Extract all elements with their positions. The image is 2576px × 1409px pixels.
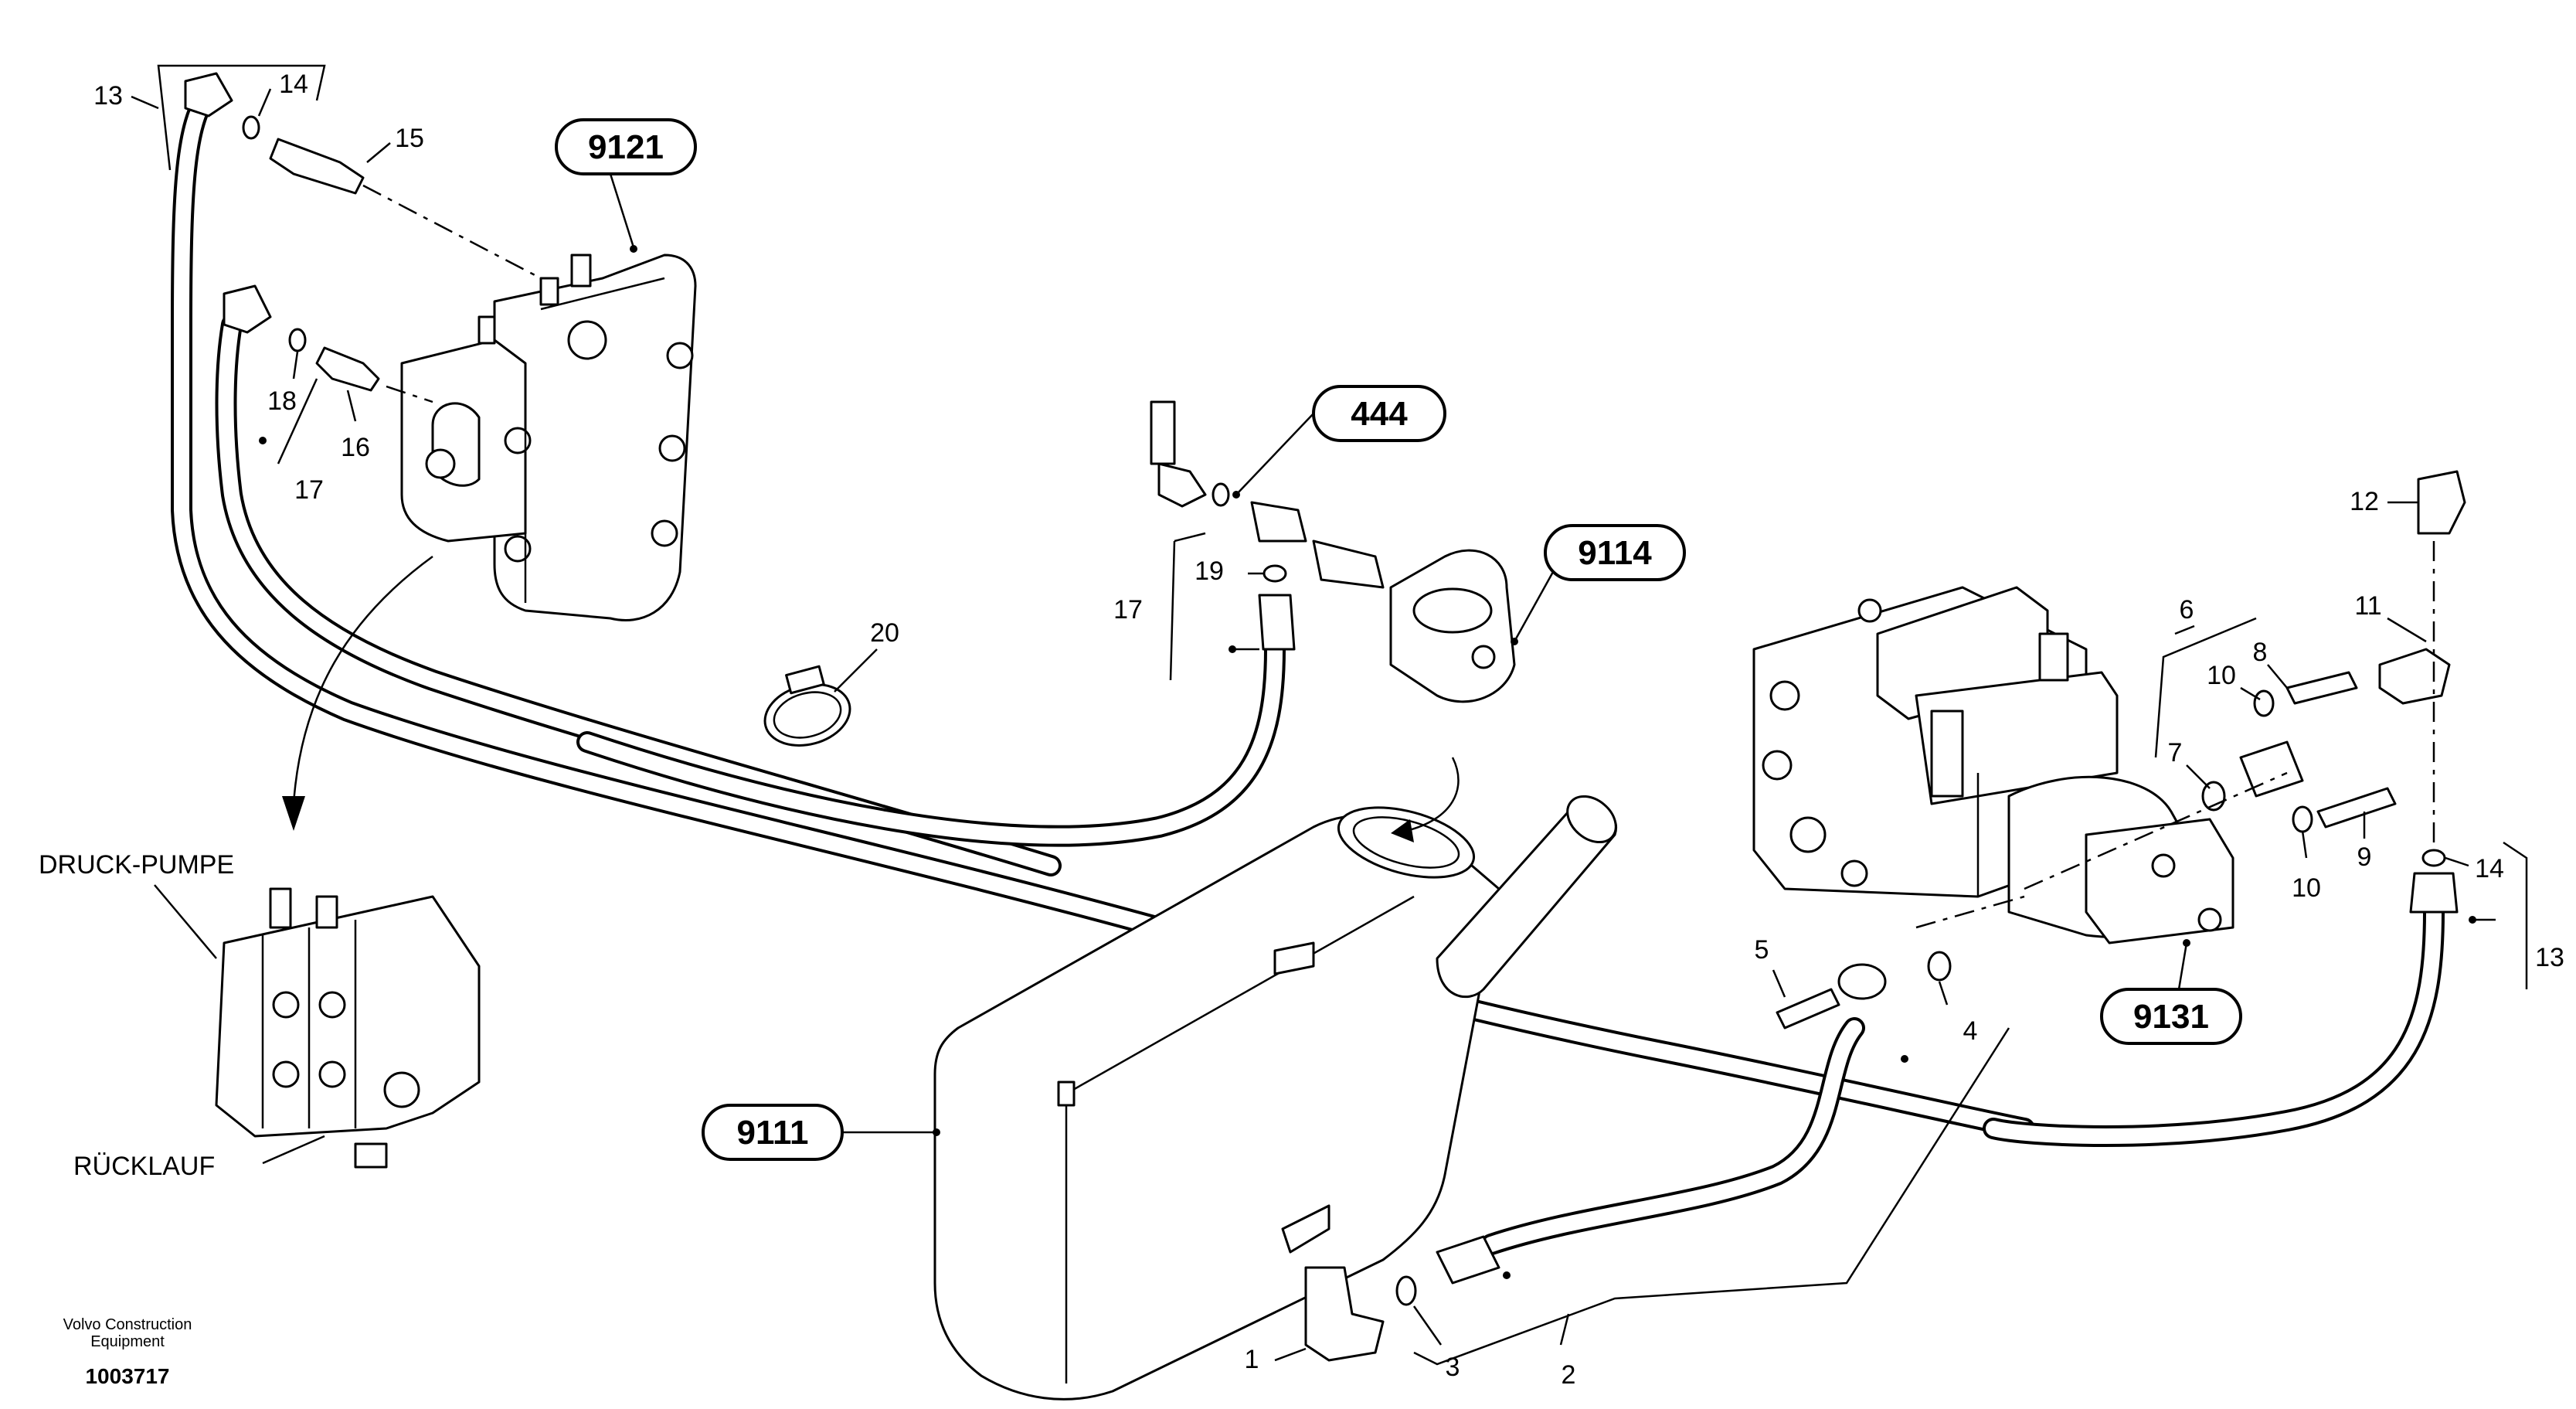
callout-9114: 9114: [1511, 524, 1686, 645]
callout-9121-label: 9121: [588, 128, 664, 166]
callout-444: 444: [1232, 385, 1446, 499]
item-8: 8: [2253, 638, 2268, 667]
item-1: 1: [1245, 1345, 1259, 1374]
item-2: 2: [1562, 1360, 1576, 1390]
item-12: 12: [2350, 487, 2379, 516]
hose-17-mid: [576, 638, 1286, 847]
item-14-right: 14: [2475, 854, 2504, 883]
item-17-left: 17: [294, 475, 324, 505]
item-5: 5: [1755, 935, 1769, 965]
item-15: 15: [395, 124, 424, 153]
label-rucklauf: RÜCKLAUF: [73, 1152, 215, 1181]
control-valve-9121: [400, 254, 697, 621]
port-labels: DRUCK-PUMPE RÜCKLAUF: [39, 850, 325, 1181]
item-4: 4: [1963, 1016, 1978, 1046]
item-11: 11: [2354, 591, 2381, 621]
callout-9121: 9121: [555, 118, 697, 253]
hoses: [171, 82, 2445, 1255]
detail-arrow: [282, 555, 433, 831]
detail-arrow-2: [1391, 757, 1460, 842]
hose-13-long: [171, 82, 2035, 1139]
distribution-valve-block: [215, 887, 481, 1169]
callout-9114-label: 9114: [1578, 534, 1652, 572]
item-17-mid: 17: [1113, 595, 1143, 625]
center-lines: [362, 184, 2435, 929]
item-10-bottom: 10: [2292, 873, 2321, 903]
hydraulic-tank: [933, 795, 1618, 1400]
fittings: [184, 72, 2466, 1362]
callout-9131: 9131: [2100, 939, 2242, 1045]
footer: Volvo Construction Equipment 1003717: [63, 1316, 192, 1388]
item-19: 19: [1195, 556, 1224, 586]
item-14-left: 14: [279, 70, 308, 99]
item-13-right: 13: [2535, 943, 2564, 972]
label-druck-pumpe: DRUCK-PUMPE: [39, 850, 234, 880]
brand-line-1: Volvo Construction: [63, 1316, 192, 1333]
item-16: 16: [341, 433, 370, 462]
item-numbers: 13 14 15 18 16 17 17 19 20 12 11 6 8: [93, 64, 2564, 1390]
hose-2: [1480, 1017, 1865, 1255]
brand-line-2: Equipment: [90, 1333, 165, 1350]
pump-9131: [1752, 586, 2234, 944]
item-10-top: 10: [2207, 661, 2236, 690]
item-9: 9: [2357, 842, 2372, 872]
item-13-left: 13: [93, 81, 123, 111]
item-6: 6: [2180, 595, 2194, 625]
callout-444-label: 444: [1351, 395, 1408, 433]
hose-13-right: [1983, 901, 2445, 1147]
item-7: 7: [2168, 738, 2183, 767]
item-18: 18: [267, 386, 297, 416]
item-20: 20: [870, 618, 899, 648]
document-number: 1003717: [85, 1364, 169, 1388]
callout-9111-label: 9111: [736, 1114, 808, 1152]
callout-9131-label: 9131: [2133, 998, 2209, 1036]
callout-9111: 9111: [702, 1104, 940, 1161]
